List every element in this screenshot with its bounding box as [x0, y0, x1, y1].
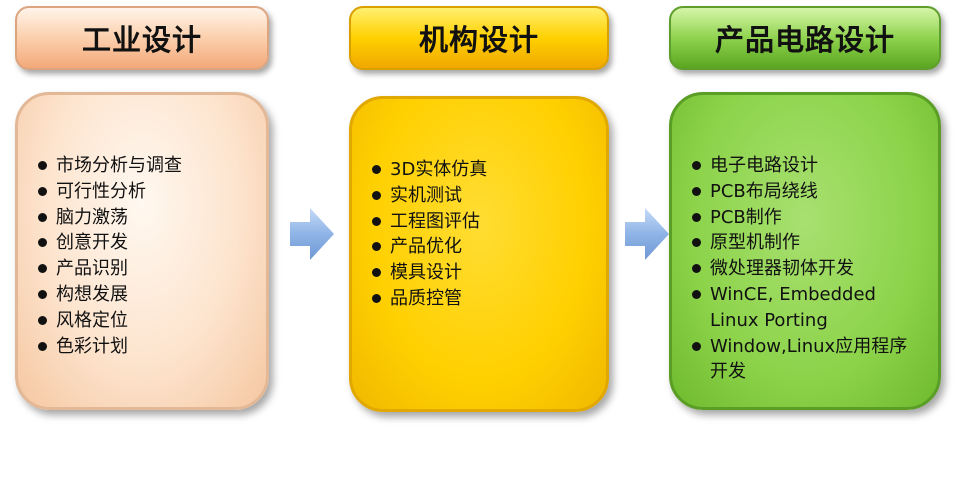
list-item: 实机测试 [372, 183, 592, 209]
list-item: 构想发展 [38, 282, 252, 308]
list-item: WinCE, Embedded Linux Porting [692, 282, 924, 334]
list-item: PCB布局绕线 [692, 179, 924, 205]
list-item: PCB制作 [692, 205, 924, 231]
list-item: 电子电路设计 [692, 153, 924, 179]
industrial-design-column: 工业设计 市场分析与调查 可行性分析 脑力激荡 创意开发 产品识别 构想发展 风… [15, 0, 269, 484]
bullet-icon [38, 161, 47, 170]
bullet-icon [692, 264, 701, 274]
bullet-icon [692, 186, 701, 196]
list-item: 模具设计 [372, 260, 592, 286]
mechanism-design-panel: 3D实体仿真 实机测试 工程图评估 产品优化 模具设计 品质控管 [349, 96, 609, 412]
mechanism-design-list: 3D实体仿真 实机测试 工程图评估 产品优化 模具设计 品质控管 [372, 157, 592, 312]
list-item: 市场分析与调查 [38, 153, 252, 179]
bullet-icon [38, 212, 47, 222]
mechanism-design-title: 机构设计 [349, 6, 609, 70]
list-item: 3D实体仿真 [372, 157, 592, 183]
bullet-icon [692, 161, 701, 170]
industrial-design-list: 市场分析与调查 可行性分析 脑力激荡 创意开发 产品识别 构想发展 风格定位 色… [38, 153, 252, 359]
bullet-icon [692, 212, 701, 222]
bullet-icon [372, 216, 381, 226]
circuit-design-column: 产品电路设计 电子电路设计 PCB布局绕线 PCB制作 原型机制作 微处理器韧体… [669, 0, 941, 484]
bullet-icon [38, 238, 47, 248]
mechanism-design-column: 机构设计 3D实体仿真 实机测试 工程图评估 产品优化 模具设计 品质控管 [349, 0, 609, 484]
list-item: 产品优化 [372, 234, 592, 260]
list-item: 工程图评估 [372, 209, 592, 235]
bullet-icon [692, 289, 701, 299]
industrial-design-title: 工业设计 [15, 6, 269, 70]
bullet-icon [38, 289, 47, 299]
bullet-icon [372, 268, 381, 278]
circuit-design-title: 产品电路设计 [669, 6, 941, 70]
list-item: 创意开发 [38, 230, 252, 256]
bullet-icon [38, 315, 47, 325]
bullet-icon [692, 341, 701, 351]
list-item: 色彩计划 [38, 334, 252, 360]
list-item: 产品识别 [38, 256, 252, 282]
right-arrow-icon [290, 208, 334, 260]
list-item: 品质控管 [372, 286, 592, 312]
bullet-icon [372, 190, 381, 200]
industrial-design-panel: 市场分析与调查 可行性分析 脑力激荡 创意开发 产品识别 构想发展 风格定位 色… [15, 92, 269, 410]
bullet-icon [692, 238, 701, 248]
list-item: 风格定位 [38, 308, 252, 334]
bullet-icon [372, 293, 381, 303]
circuit-design-list: 电子电路设计 PCB布局绕线 PCB制作 原型机制作 微处理器韧体开发 WinC… [692, 153, 924, 385]
bullet-icon [38, 186, 47, 196]
list-item: 原型机制作 [692, 230, 924, 256]
list-item: 微处理器韧体开发 [692, 256, 924, 282]
bullet-icon [38, 264, 47, 274]
list-item: 可行性分析 [38, 179, 252, 205]
circuit-design-panel: 电子电路设计 PCB布局绕线 PCB制作 原型机制作 微处理器韧体开发 WinC… [669, 92, 941, 410]
bullet-icon [372, 242, 381, 252]
list-item: Window,Linux应用程序开发 [692, 334, 924, 386]
bullet-icon [38, 341, 47, 351]
right-arrow-icon [625, 208, 669, 260]
bullet-icon [372, 165, 381, 174]
list-item: 脑力激荡 [38, 205, 252, 231]
